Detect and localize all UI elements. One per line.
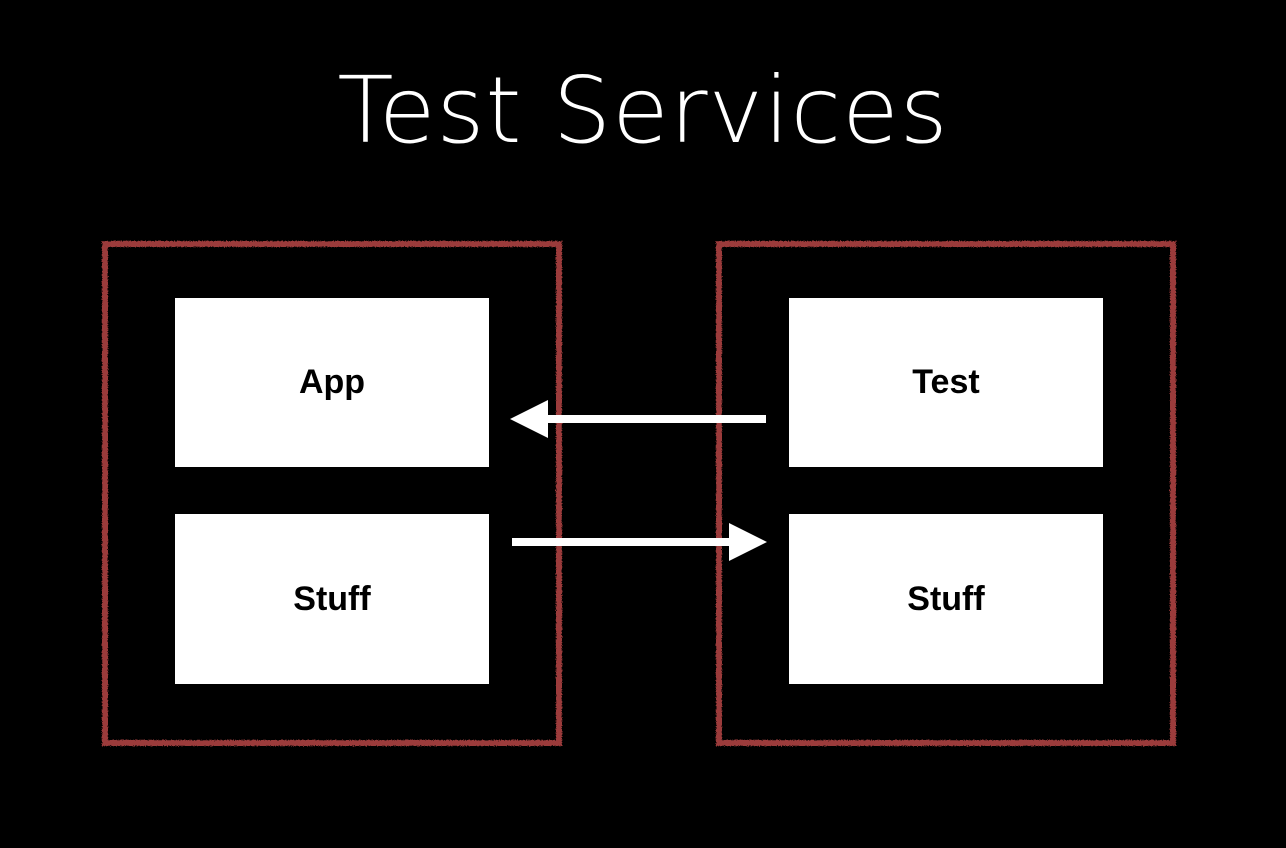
right-stuff-node: Stuff xyxy=(789,514,1103,684)
app-node-label: App xyxy=(298,363,366,401)
left-stuff-node-label: Stuff xyxy=(293,579,371,618)
left-container xyxy=(102,241,562,746)
right-stuff-node-label: Stuff xyxy=(907,579,985,618)
test-node-label: Test xyxy=(912,363,980,401)
app-node: App xyxy=(175,298,489,467)
left-stuff-node: Stuff xyxy=(175,514,489,684)
test-node: Test xyxy=(789,298,1103,467)
slide-title: Test Services xyxy=(337,57,949,164)
right-container xyxy=(716,241,1176,746)
